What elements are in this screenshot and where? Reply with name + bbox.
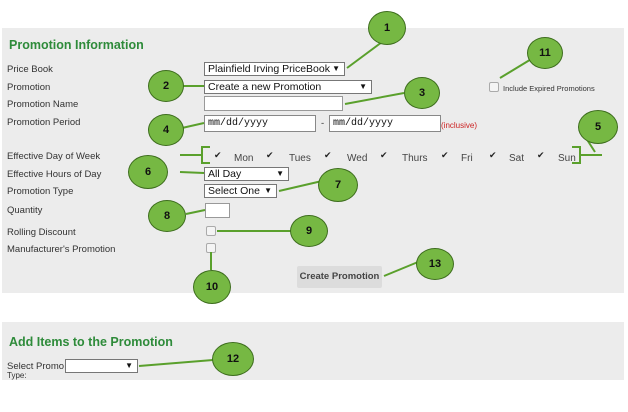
callout-2: 2	[148, 70, 184, 102]
arrow-12	[138, 359, 214, 367]
callout-4: 4	[148, 114, 184, 146]
day-checkbox-fri[interactable]: ✔	[441, 150, 449, 160]
create-promotion-button[interactable]: Create Promotion	[297, 266, 382, 288]
callout-5: 5	[578, 110, 618, 144]
promotion-information-title: Promotion Information	[9, 38, 144, 52]
select-promo-type-select[interactable]: ▼	[65, 359, 138, 373]
promotion-period-label: Promotion Period	[7, 117, 81, 128]
arrow-8	[185, 209, 206, 215]
bracket-right	[572, 146, 581, 164]
day-label-sun: Sun	[558, 153, 576, 164]
quantity-label: Quantity	[7, 205, 43, 216]
promotion-name-input[interactable]	[204, 96, 343, 111]
date-separator: -	[321, 118, 325, 129]
rolling-discount-checkbox[interactable]	[206, 226, 216, 236]
arrow-6	[179, 171, 205, 174]
dropdown-arrow-icon: ▼	[276, 169, 284, 178]
inclusive-note: (inclusive)	[441, 121, 478, 130]
dropdown-arrow-icon: ▼	[332, 64, 340, 73]
effective-hours-label: Effective Hours of Day	[7, 169, 102, 180]
price-book-label: Price Book	[7, 64, 53, 75]
day-checkbox-sun[interactable]: ✔	[537, 150, 545, 160]
callout-1: 1	[368, 11, 406, 45]
price-book-select[interactable]: Plainfield Irving PriceBook▼	[204, 62, 345, 76]
callout-8: 8	[148, 200, 186, 232]
day-label-wed: Wed	[347, 153, 368, 164]
dropdown-arrow-icon: ▼	[125, 361, 133, 370]
callout-6: 6	[128, 155, 168, 189]
select-promo-type-label: Select Promo	[7, 361, 65, 372]
day-label-fri: Fri	[461, 153, 473, 164]
callout-7: 7	[318, 168, 358, 202]
callout-10: 10	[193, 270, 231, 304]
effective-day-label: Effective Day of Week	[7, 151, 101, 162]
promotion-label: Promotion	[7, 82, 51, 93]
manufacturer-promotion-label: Manufacturer's Promotion	[7, 244, 116, 255]
arrow-3	[344, 92, 405, 105]
price-book-value: Plainfield Irving PriceBook	[208, 63, 330, 75]
day-label-thurs: Thurs	[402, 153, 428, 164]
arrow-13	[383, 261, 419, 277]
day-checkbox-mon[interactable]: ✔	[214, 150, 222, 160]
promotion-type-value: Select One	[208, 185, 260, 197]
day-label-mon: Mon	[234, 153, 254, 164]
dropdown-arrow-icon: ▼	[264, 186, 272, 195]
day-label-sat: Sat	[509, 153, 525, 164]
callout-13: 13	[416, 248, 454, 280]
select-promo-type-label-cont: Type:	[7, 371, 27, 380]
arrow-11	[499, 57, 534, 79]
dropdown-arrow-icon: ▼	[359, 82, 367, 91]
day-checkbox-wed[interactable]: ✔	[324, 150, 332, 160]
arrow-7	[278, 180, 323, 192]
promotion-type-label: Promotion Type	[7, 186, 74, 197]
start-date-input[interactable]: mm/dd/yyyy	[204, 115, 316, 132]
day-checkbox-thurs[interactable]: ✔	[380, 150, 388, 160]
callout-12: 12	[212, 342, 254, 376]
callout-3: 3	[404, 77, 440, 109]
end-date-input[interactable]: mm/dd/yyyy	[329, 115, 441, 132]
arrow-1	[346, 41, 383, 69]
day-checkbox-tues[interactable]: ✔	[266, 150, 274, 160]
rolling-discount-label: Rolling Discount	[7, 227, 76, 238]
promotion-type-select[interactable]: Select One ▼	[204, 184, 277, 198]
include-expired-label: Include Expired Promotions	[503, 84, 595, 93]
include-expired-checkbox[interactable]	[489, 82, 499, 92]
add-items-title: Add Items to the Promotion	[9, 335, 173, 349]
effective-hours-select[interactable]: All Day ▼	[204, 167, 289, 181]
bracket-left	[201, 146, 210, 164]
day-label-tues: Tues	[289, 153, 311, 164]
arrow-4	[181, 122, 205, 129]
day-checkbox-sat[interactable]: ✔	[489, 150, 497, 160]
callout-9: 9	[290, 215, 328, 247]
promotion-select[interactable]: Create a new Promotion ▼	[204, 80, 372, 94]
promotion-name-label: Promotion Name	[7, 99, 79, 110]
effective-hours-value: All Day	[208, 168, 242, 180]
quantity-input[interactable]	[205, 203, 230, 218]
callout-11: 11	[527, 37, 563, 69]
promotion-value: Create a new Promotion	[208, 81, 322, 93]
